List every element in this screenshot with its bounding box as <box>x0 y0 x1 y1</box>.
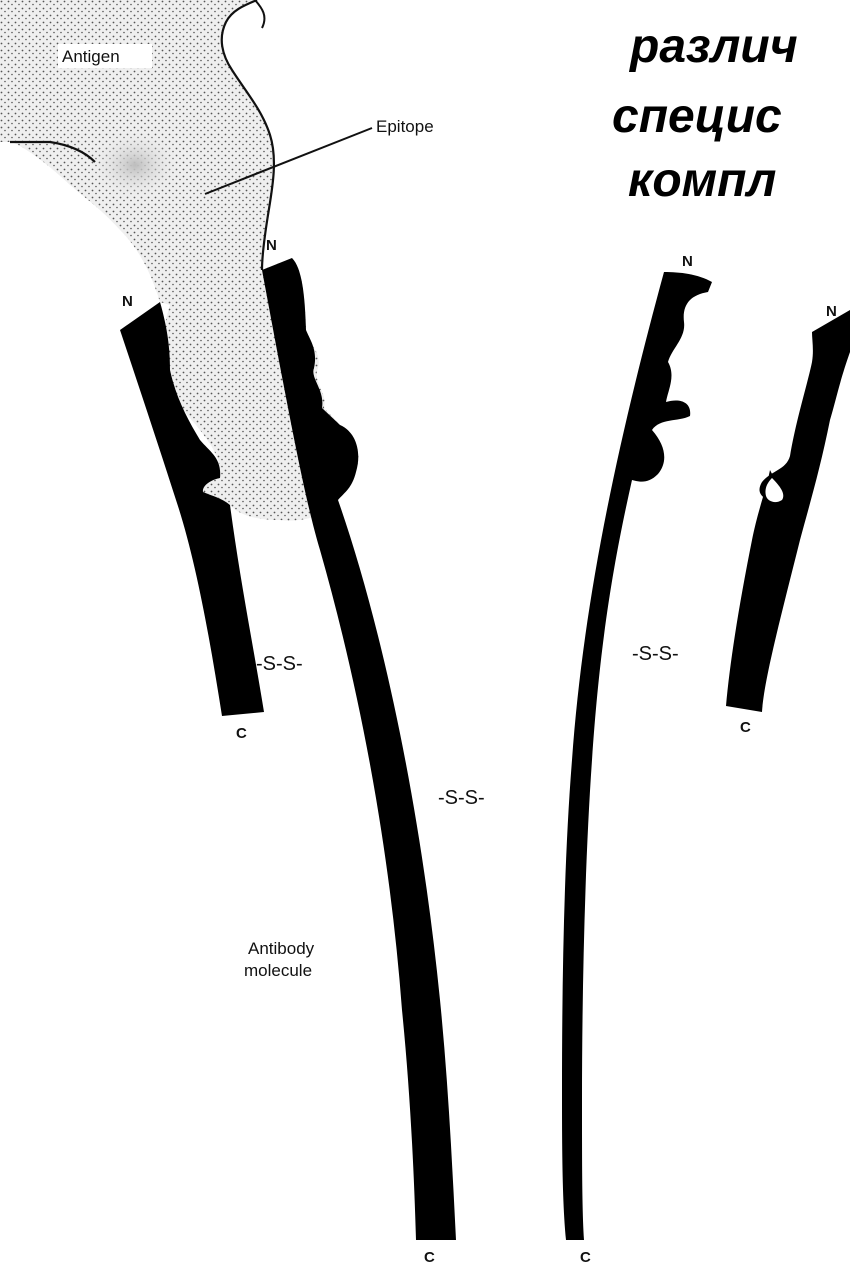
terminal-c-right-light: C <box>740 719 751 736</box>
disulfide-bond-hinge: -S-S- <box>438 787 485 809</box>
terminal-c-left-heavy: C <box>424 1249 435 1266</box>
heading-line-3: компл <box>628 154 776 207</box>
antigen-tip <box>255 0 264 28</box>
heading-line-2: специс <box>612 90 782 143</box>
terminal-c-right-heavy: C <box>580 1249 591 1266</box>
left-heavy-chain <box>262 258 456 1240</box>
disulfide-bond-right: -S-S- <box>632 643 679 665</box>
terminal-n-left-heavy: N <box>266 237 277 254</box>
terminal-n-right-heavy: N <box>682 253 693 270</box>
antibody-label-line-2: molecule <box>244 961 312 980</box>
antigen-label: Antigen <box>62 47 120 66</box>
epitope-label: Epitope <box>376 117 434 136</box>
antigen-shading <box>90 130 180 200</box>
right-light-chain <box>726 310 850 712</box>
slide-heading: различ специс компл <box>612 20 798 207</box>
terminal-n-left-light: N <box>122 293 133 310</box>
antibody-label-line-1: Antibody <box>248 939 315 958</box>
right-heavy-chain <box>562 272 712 1240</box>
terminal-c-left-light: C <box>236 725 247 742</box>
terminal-n-right-light: N <box>826 303 837 320</box>
disulfide-bond-left: -S-S- <box>256 653 303 675</box>
heading-line-1: различ <box>628 20 798 73</box>
